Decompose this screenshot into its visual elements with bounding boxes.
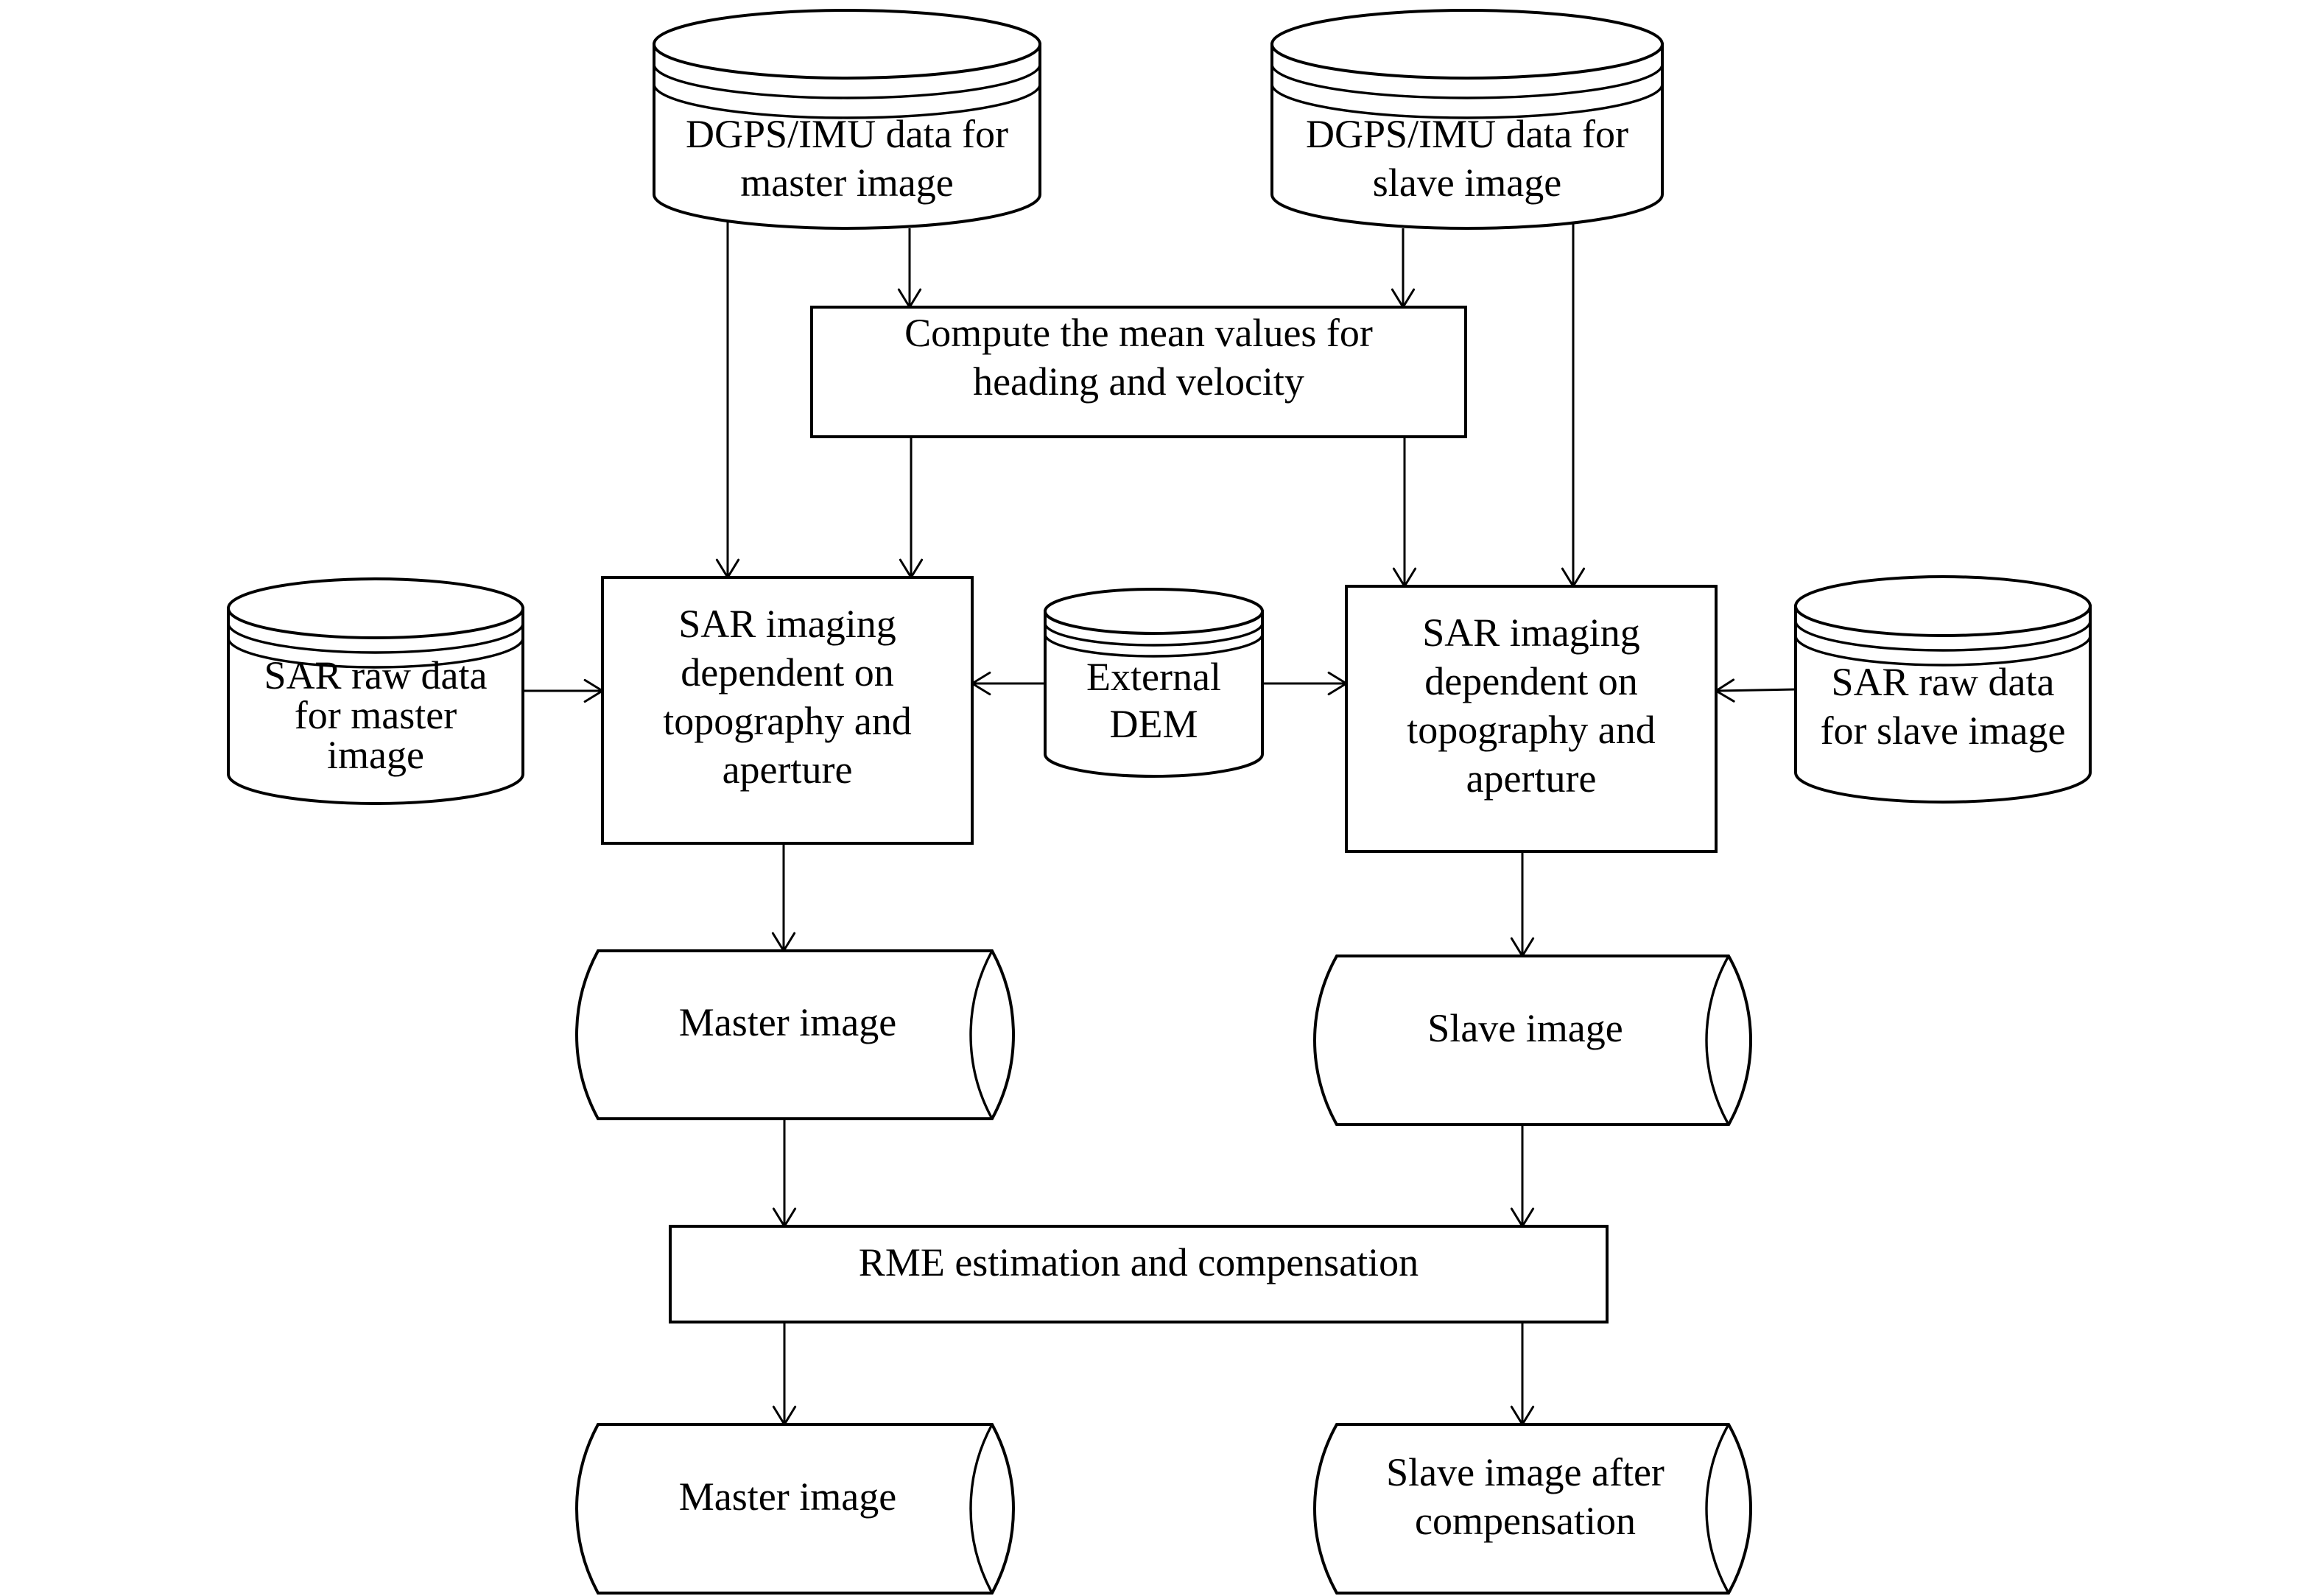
database-ring <box>1270 63 1664 99</box>
edge-dgps-slave-to-compute-mean <box>1391 228 1416 309</box>
stored-data-inner-arc <box>969 1424 994 1594</box>
database-cap <box>1270 9 1664 80</box>
database-cap <box>1794 575 2092 637</box>
database-ring <box>1044 622 1264 647</box>
edge-rme-to-slave-image-out <box>1510 1322 1535 1426</box>
node-label-line: External <box>1086 655 1221 699</box>
database-body-icon <box>1794 605 2092 804</box>
edge-compute-mean-to-sar-imaging-master <box>899 437 924 579</box>
node-label-line: dependent on <box>681 650 893 695</box>
node-label-line: topography and <box>1407 708 1655 752</box>
node-label-line: dependent on <box>1424 659 1637 703</box>
edge-sar-raw-slave-to-sar-imaging-slave <box>1715 678 1796 703</box>
database-cap <box>227 577 524 639</box>
node-master-image-out[interactable]: Master image <box>575 1423 1015 1595</box>
node-sar-raw-slave[interactable]: SAR raw data for slave image <box>1794 575 2092 804</box>
edge-sar-raw-master-to-sar-imaging-master <box>523 678 604 703</box>
database-ring <box>1044 633 1264 658</box>
edge-dgps-slave-to-sar-imaging-slave <box>1561 221 1586 588</box>
node-label-line: DEM <box>1110 702 1198 746</box>
stored-data-inner-arc <box>1705 955 1730 1125</box>
database-ring <box>653 63 1041 99</box>
node-label-line: Slave image after <box>1386 1450 1665 1494</box>
edges-layer <box>523 221 1796 1426</box>
node-label-line: SAR raw data <box>264 653 488 697</box>
node-label-line: heading and velocity <box>973 359 1304 404</box>
database-body-icon <box>1270 43 1664 230</box>
database-ring <box>227 637 524 669</box>
node-label-line: image <box>327 733 424 777</box>
database-ring <box>1794 635 2092 667</box>
database-cap <box>1044 588 1264 635</box>
node-label-line: SAR imaging <box>1422 611 1640 655</box>
node-dgps-slave[interactable]: DGPS/IMU data for slave image <box>1270 9 1664 230</box>
database-ring <box>1794 620 2092 652</box>
edge-rme-to-master-image-out <box>772 1322 797 1426</box>
node-label-line: for slave image <box>1821 709 2066 753</box>
database-ring <box>227 622 524 654</box>
process-box <box>601 576 974 845</box>
node-master-image[interactable]: Master image <box>575 949 1015 1120</box>
node-slave-image-out[interactable]: Slave image after compensation <box>1313 1423 1752 1595</box>
node-slave-image[interactable]: Slave image <box>1313 955 1752 1126</box>
database-body-icon <box>227 607 524 805</box>
stored-data-inner-arc <box>1705 1424 1730 1594</box>
process-box <box>669 1225 1609 1323</box>
edge-compute-mean-to-sar-imaging-slave <box>1392 437 1417 588</box>
process-box <box>810 306 1467 438</box>
database-ring <box>653 83 1041 119</box>
node-label-line: topography and <box>663 699 911 743</box>
database-body-icon <box>653 43 1041 230</box>
node-dgps-master[interactable]: DGPS/IMU data for master image <box>653 9 1041 230</box>
node-label-line: slave image <box>1373 161 1561 205</box>
node-label-line: Compute the mean values for <box>904 311 1373 355</box>
node-label-line: DGPS/IMU data for <box>1306 112 1628 156</box>
edge-dgps-master-to-sar-imaging-master <box>715 221 740 579</box>
node-label-line: RME estimation and compensation <box>859 1240 1419 1284</box>
edge-sar-imaging-slave-to-slave-image <box>1510 851 1535 957</box>
node-label-line: master image <box>740 161 953 205</box>
node-label-line: compensation <box>1415 1499 1636 1543</box>
edge-master-image-to-rme <box>772 1119 797 1228</box>
edge-slave-image-to-rme <box>1510 1125 1535 1228</box>
edge-dgps-master-to-compute-mean <box>897 228 922 309</box>
database-cap <box>653 9 1041 80</box>
node-rme[interactable]: RME estimation and compensation <box>669 1225 1609 1323</box>
node-label-line: aperture <box>1466 756 1597 801</box>
edge-external-dem-to-sar-imaging-slave <box>1262 671 1348 696</box>
node-label-line: for master <box>295 693 457 737</box>
edge-external-dem-to-sar-imaging-master <box>971 671 1045 696</box>
node-label-line: SAR imaging <box>678 602 896 646</box>
node-label-line: SAR raw data <box>1832 660 2055 704</box>
edge-sar-imaging-master-to-master-image <box>771 843 796 952</box>
process-box <box>1345 585 1718 853</box>
edge-line <box>1715 688 1796 692</box>
node-label-line: aperture <box>723 748 853 792</box>
node-label-line: Slave image <box>1427 1006 1623 1050</box>
stored-data-inner-arc <box>969 950 994 1119</box>
node-label-line: Master image <box>679 1474 896 1519</box>
node-label-line: Master image <box>679 1000 896 1044</box>
database-ring <box>1270 83 1664 119</box>
node-label-line: DGPS/IMU data for <box>686 112 1008 156</box>
